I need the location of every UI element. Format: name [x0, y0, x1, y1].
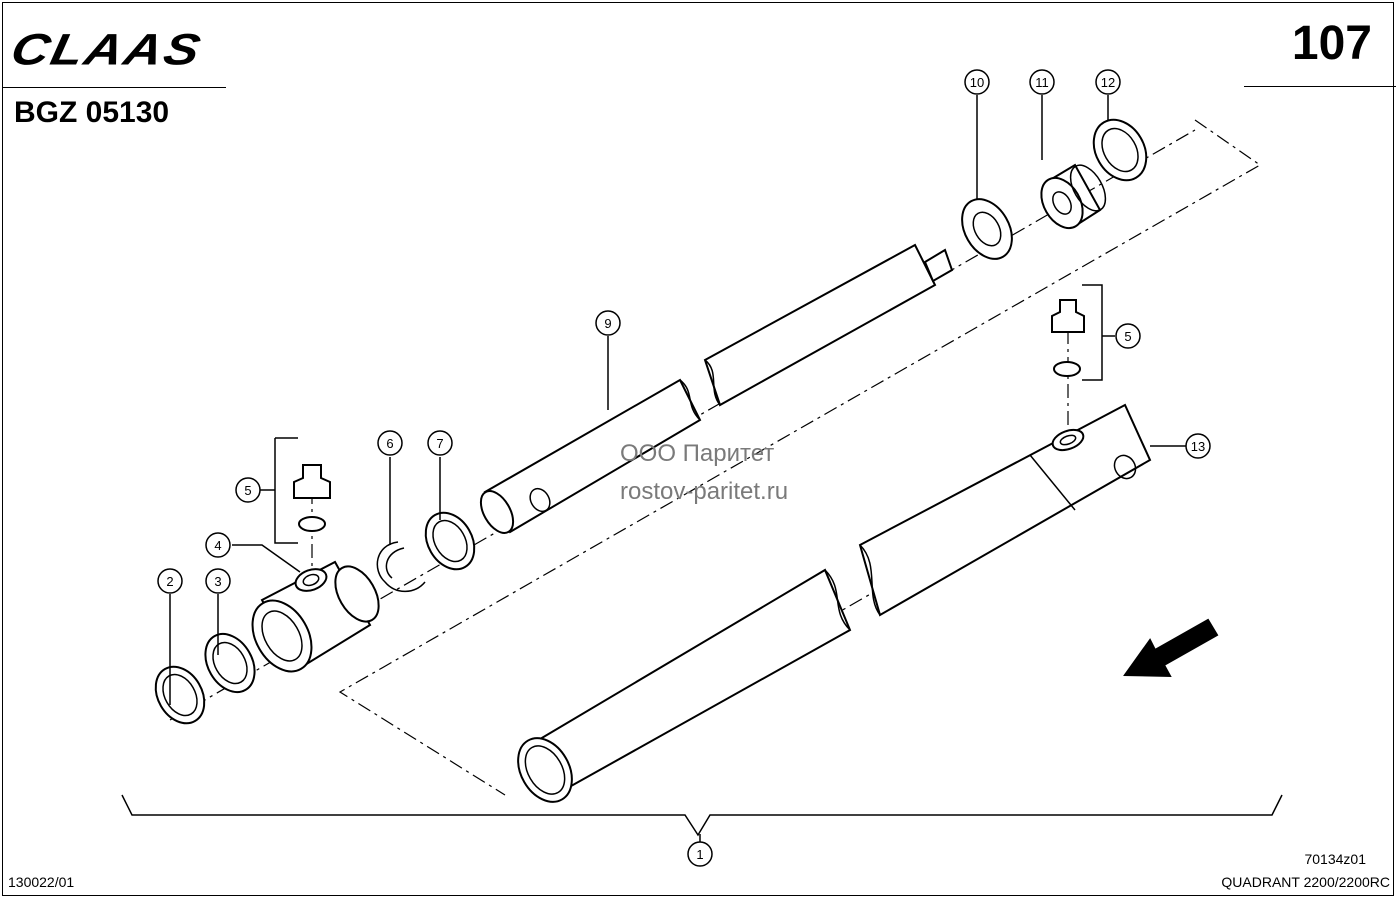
svg-text:7: 7: [436, 436, 443, 451]
direction-arrow: [1123, 618, 1219, 678]
svg-text:5: 5: [1124, 329, 1131, 344]
callout-11: 11: [1029, 69, 1055, 95]
part-12-seal: [1092, 118, 1148, 182]
callout-3: 3: [205, 568, 231, 594]
header-rule-left: [2, 87, 226, 88]
watermark-site: rostov-paritet.ru: [620, 478, 789, 505]
svg-text:11: 11: [1035, 75, 1049, 90]
part-9-piston-rod: [479, 243, 954, 534]
drawing-id: BGZ 05130: [14, 96, 170, 129]
callout-6: 6: [377, 430, 403, 456]
callout-5-right: 5: [1115, 323, 1141, 349]
svg-text:12: 12: [1101, 75, 1115, 90]
callout-5-left: 5: [235, 477, 261, 503]
svg-text:10: 10: [970, 75, 984, 90]
part-2-seal: [154, 665, 206, 725]
part-5-fitting-right: [1051, 284, 1115, 381]
part-13-cylinder-tube: [517, 403, 1152, 803]
svg-text:13: 13: [1191, 439, 1205, 454]
svg-text:4: 4: [214, 538, 221, 553]
assembly-outline: [338, 119, 1262, 796]
callout-2: 2: [157, 568, 183, 594]
drawing-code: 70134z01: [1304, 851, 1366, 867]
callout-7: 7: [427, 430, 453, 456]
doc-number: 130022/01: [8, 874, 75, 890]
svg-text:5: 5: [244, 483, 251, 498]
model-name: QUADRANT 2200/2200RC: [1221, 874, 1390, 890]
callout-1: 1: [687, 841, 713, 867]
svg-text:6: 6: [386, 436, 393, 451]
callout-13: 13: [1185, 433, 1211, 459]
svg-text:3: 3: [214, 574, 221, 589]
callout-9: 9: [595, 310, 621, 336]
part-11-piston: [1040, 163, 1107, 230]
part-5-fitting-left: [260, 437, 331, 544]
svg-text:2: 2: [166, 574, 173, 589]
watermark-company: ООО Паритет: [620, 440, 775, 467]
svg-text:9: 9: [604, 316, 611, 331]
part-4-cylinder-head: [251, 560, 380, 673]
part-6-circlip: [376, 541, 426, 593]
callout-10: 10: [964, 69, 990, 95]
assembly-bracket: [121, 794, 1283, 837]
part-7-ring: [424, 511, 476, 571]
header-rule-right: [1244, 86, 1396, 87]
callout-12: 12: [1095, 69, 1121, 95]
part-10-washer: [961, 198, 1013, 260]
svg-text:1: 1: [696, 847, 703, 862]
callout-4: 4: [205, 532, 231, 558]
page-number: 107: [1291, 17, 1372, 70]
